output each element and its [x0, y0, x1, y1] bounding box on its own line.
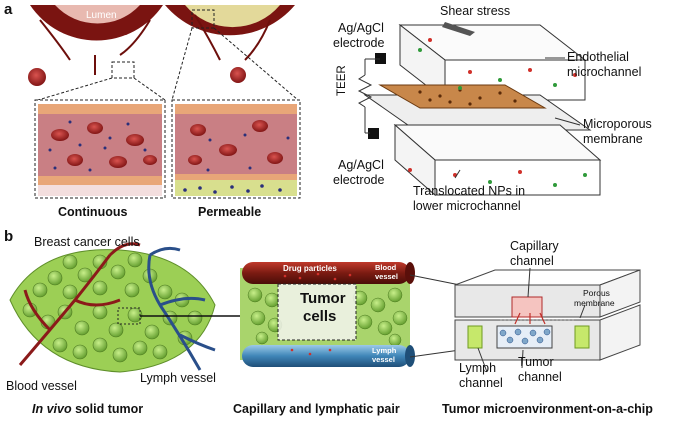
blood-vessel-small-line2: vessel — [375, 272, 398, 281]
capillary-lymphatic-pair — [240, 262, 461, 367]
membrane-label-line1: Microporous — [583, 117, 652, 131]
porous-membrane-label-line1: Porous — [583, 288, 610, 298]
shear-stress-label: Shear stress — [440, 4, 511, 18]
endothelial-label-line1: Endothelial — [567, 50, 629, 64]
electrode-bottom-label-line2: electrode — [333, 173, 385, 187]
teer-label: TEER — [336, 65, 348, 96]
teer-device — [357, 22, 602, 197]
capillary-caption: Capillary and lymphatic pair — [233, 402, 400, 416]
chip-caption: Tumor microenvironment-on-a-chip — [442, 402, 653, 416]
in-vivo-caption: In vivo solid tumor — [32, 402, 144, 416]
translocated-label-line2: lower microchannel — [413, 199, 521, 213]
tumor-cells-label-line2: cells — [303, 308, 337, 325]
in-vivo-caption-rest: solid tumor — [71, 402, 144, 416]
continuous-vessel-zoom — [34, 99, 166, 199]
panel-letter-b: b — [4, 228, 14, 245]
electrode-top-label-line1: Ag/AgCl — [338, 21, 384, 35]
continuous-label: Continuous — [58, 205, 128, 219]
lymph-vessel-small-line1: Lymph — [372, 346, 397, 355]
membrane-label-line2: membrane — [583, 132, 643, 146]
lymph-channel-label-line2: channel — [459, 376, 503, 390]
endothelial-label-line2: microchannel — [567, 65, 642, 79]
tumor-channel-label-line2: channel — [518, 370, 562, 384]
blood-vessel-label: Blood vessel — [6, 379, 77, 393]
lumen-label: Lumen — [86, 10, 117, 21]
vessel-cross-section-permeable — [165, 5, 295, 83]
electrode-bottom-label-line1: Ag/AgCl — [338, 158, 384, 172]
lymph-channel-label-line1: Lymph — [459, 361, 497, 375]
permeable-vessel-zoom — [171, 99, 301, 199]
in-vivo-caption-italic: In vivo — [32, 402, 72, 416]
translocated-label-line1: Translocated NPs in — [413, 184, 526, 198]
blood-vessel-small-line1: Blood — [375, 263, 397, 272]
tumor-chip-illustration — [454, 267, 641, 373]
breast-cancer-label: Breast cancer cells — [34, 235, 140, 249]
permeable-label: Permeable — [198, 205, 262, 219]
drug-particles-label: Drug particles — [283, 264, 337, 273]
vessel-cross-section-continuous — [28, 5, 163, 86]
tumor-cells-label-line1: Tumor — [300, 290, 346, 307]
electrode-top-label-line2: electrode — [333, 36, 385, 50]
lymph-vessel-label: Lymph vessel — [140, 371, 216, 385]
capillary-channel-label-line1: Capillary — [510, 239, 559, 253]
panel-letter-a: a — [4, 1, 13, 18]
solid-tumor-illustration — [9, 242, 248, 373]
porous-membrane-label-line2: membrane — [574, 298, 615, 308]
capillary-channel-label-line2: channel — [510, 254, 554, 268]
lymph-vessel-small-line2: vessel — [372, 355, 395, 364]
tumor-channel-label-line1: Tumor — [518, 355, 554, 369]
